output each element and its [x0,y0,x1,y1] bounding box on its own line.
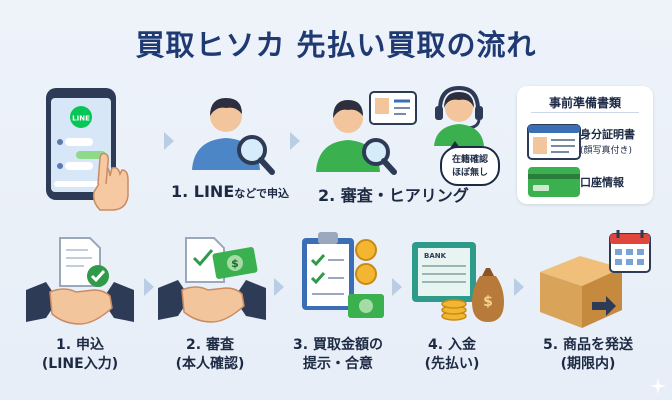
flow-arrow [144,278,154,296]
bottom-step-3: 3. 買取金額の 提示・合意 [278,336,398,374]
person-search-icon [192,98,275,175]
package-calendar-icon [540,230,651,328]
bottom-step-3-line2: 提示・合意 [303,356,373,372]
flow-arrow [164,132,174,150]
money-symbol: $ [231,257,239,270]
bottom-step-1-line2: (LINE入力) [41,356,119,372]
bottom-step-3-line1: 3. 買取金額の [293,337,383,353]
handshake-document-icon [26,237,134,325]
bank-book-moneybag-icon: BANK $ [412,242,504,322]
bottom-step-2: 2. 審査 (本人確認) [152,336,268,374]
bubble-line2: ほぼ無し [451,168,488,178]
bank-card-icon [528,167,580,197]
bottom-step-4-line1: 4. 入金 [428,337,476,353]
bottom-step-4-line2: (先払い) [424,356,480,372]
line-logo-text: LINE [72,115,90,123]
prep-documents-card: 事前準備書類 [517,86,653,204]
flow-arrow [290,132,300,150]
doc-id-label: 身分証明書 (顔写真付き) [580,126,635,156]
bottom-step-2-line2: (本人確認) [175,356,245,372]
bottom-step-1-line1: 1. 申込 [56,337,104,353]
flow-arrow [514,278,524,296]
flow-arrow [274,278,284,296]
bottom-step-2-line1: 2. 審査 [186,337,234,353]
step2-top-label: 2. 審査・ヒアリング [318,186,469,205]
doc-bank-label: 口座情報 [580,176,624,189]
step1-top-num: 1. LINE [171,182,235,201]
page-title: 買取ヒソカ 先払い買取の流れ [135,28,537,62]
doc-id-text: 身分証明書 [580,128,635,141]
moneybag-symbol: $ [483,294,493,310]
bank-label: BANK [424,252,447,260]
step1-top-label: 1. LINEなどで申込 [171,182,289,201]
bubble-line1: 在籍確認 [451,155,488,165]
bottom-step-5: 5. 商品を発送 (期限内) [526,336,650,374]
handshake-money-icon: $ [158,237,266,323]
step1-top-suffix: などで申込 [234,187,290,200]
clipboard-coins-icon [302,232,384,318]
prep-card-title: 事前準備書類 [548,96,621,110]
flow-arrow [392,278,402,296]
bottom-step-5-line2: (期限内) [560,356,616,372]
doc-id-sub: (顔写真付き) [580,146,633,156]
card-divider [531,112,639,113]
person-review-icon [316,91,417,175]
sparkle-icon [650,378,666,394]
operator-headset-icon [434,86,484,146]
id-card-icon [527,124,581,160]
smartphone-line-icon: LINE [46,88,129,211]
bottom-step-4: 4. 入金 (先払い) [402,336,502,374]
bottom-step-5-line1: 5. 商品を発送 [543,337,633,353]
speech-bubble: 在籍確認 ほぼ無し [440,141,500,186]
bottom-step-1: 1. 申込 (LINE入力) [22,336,138,374]
